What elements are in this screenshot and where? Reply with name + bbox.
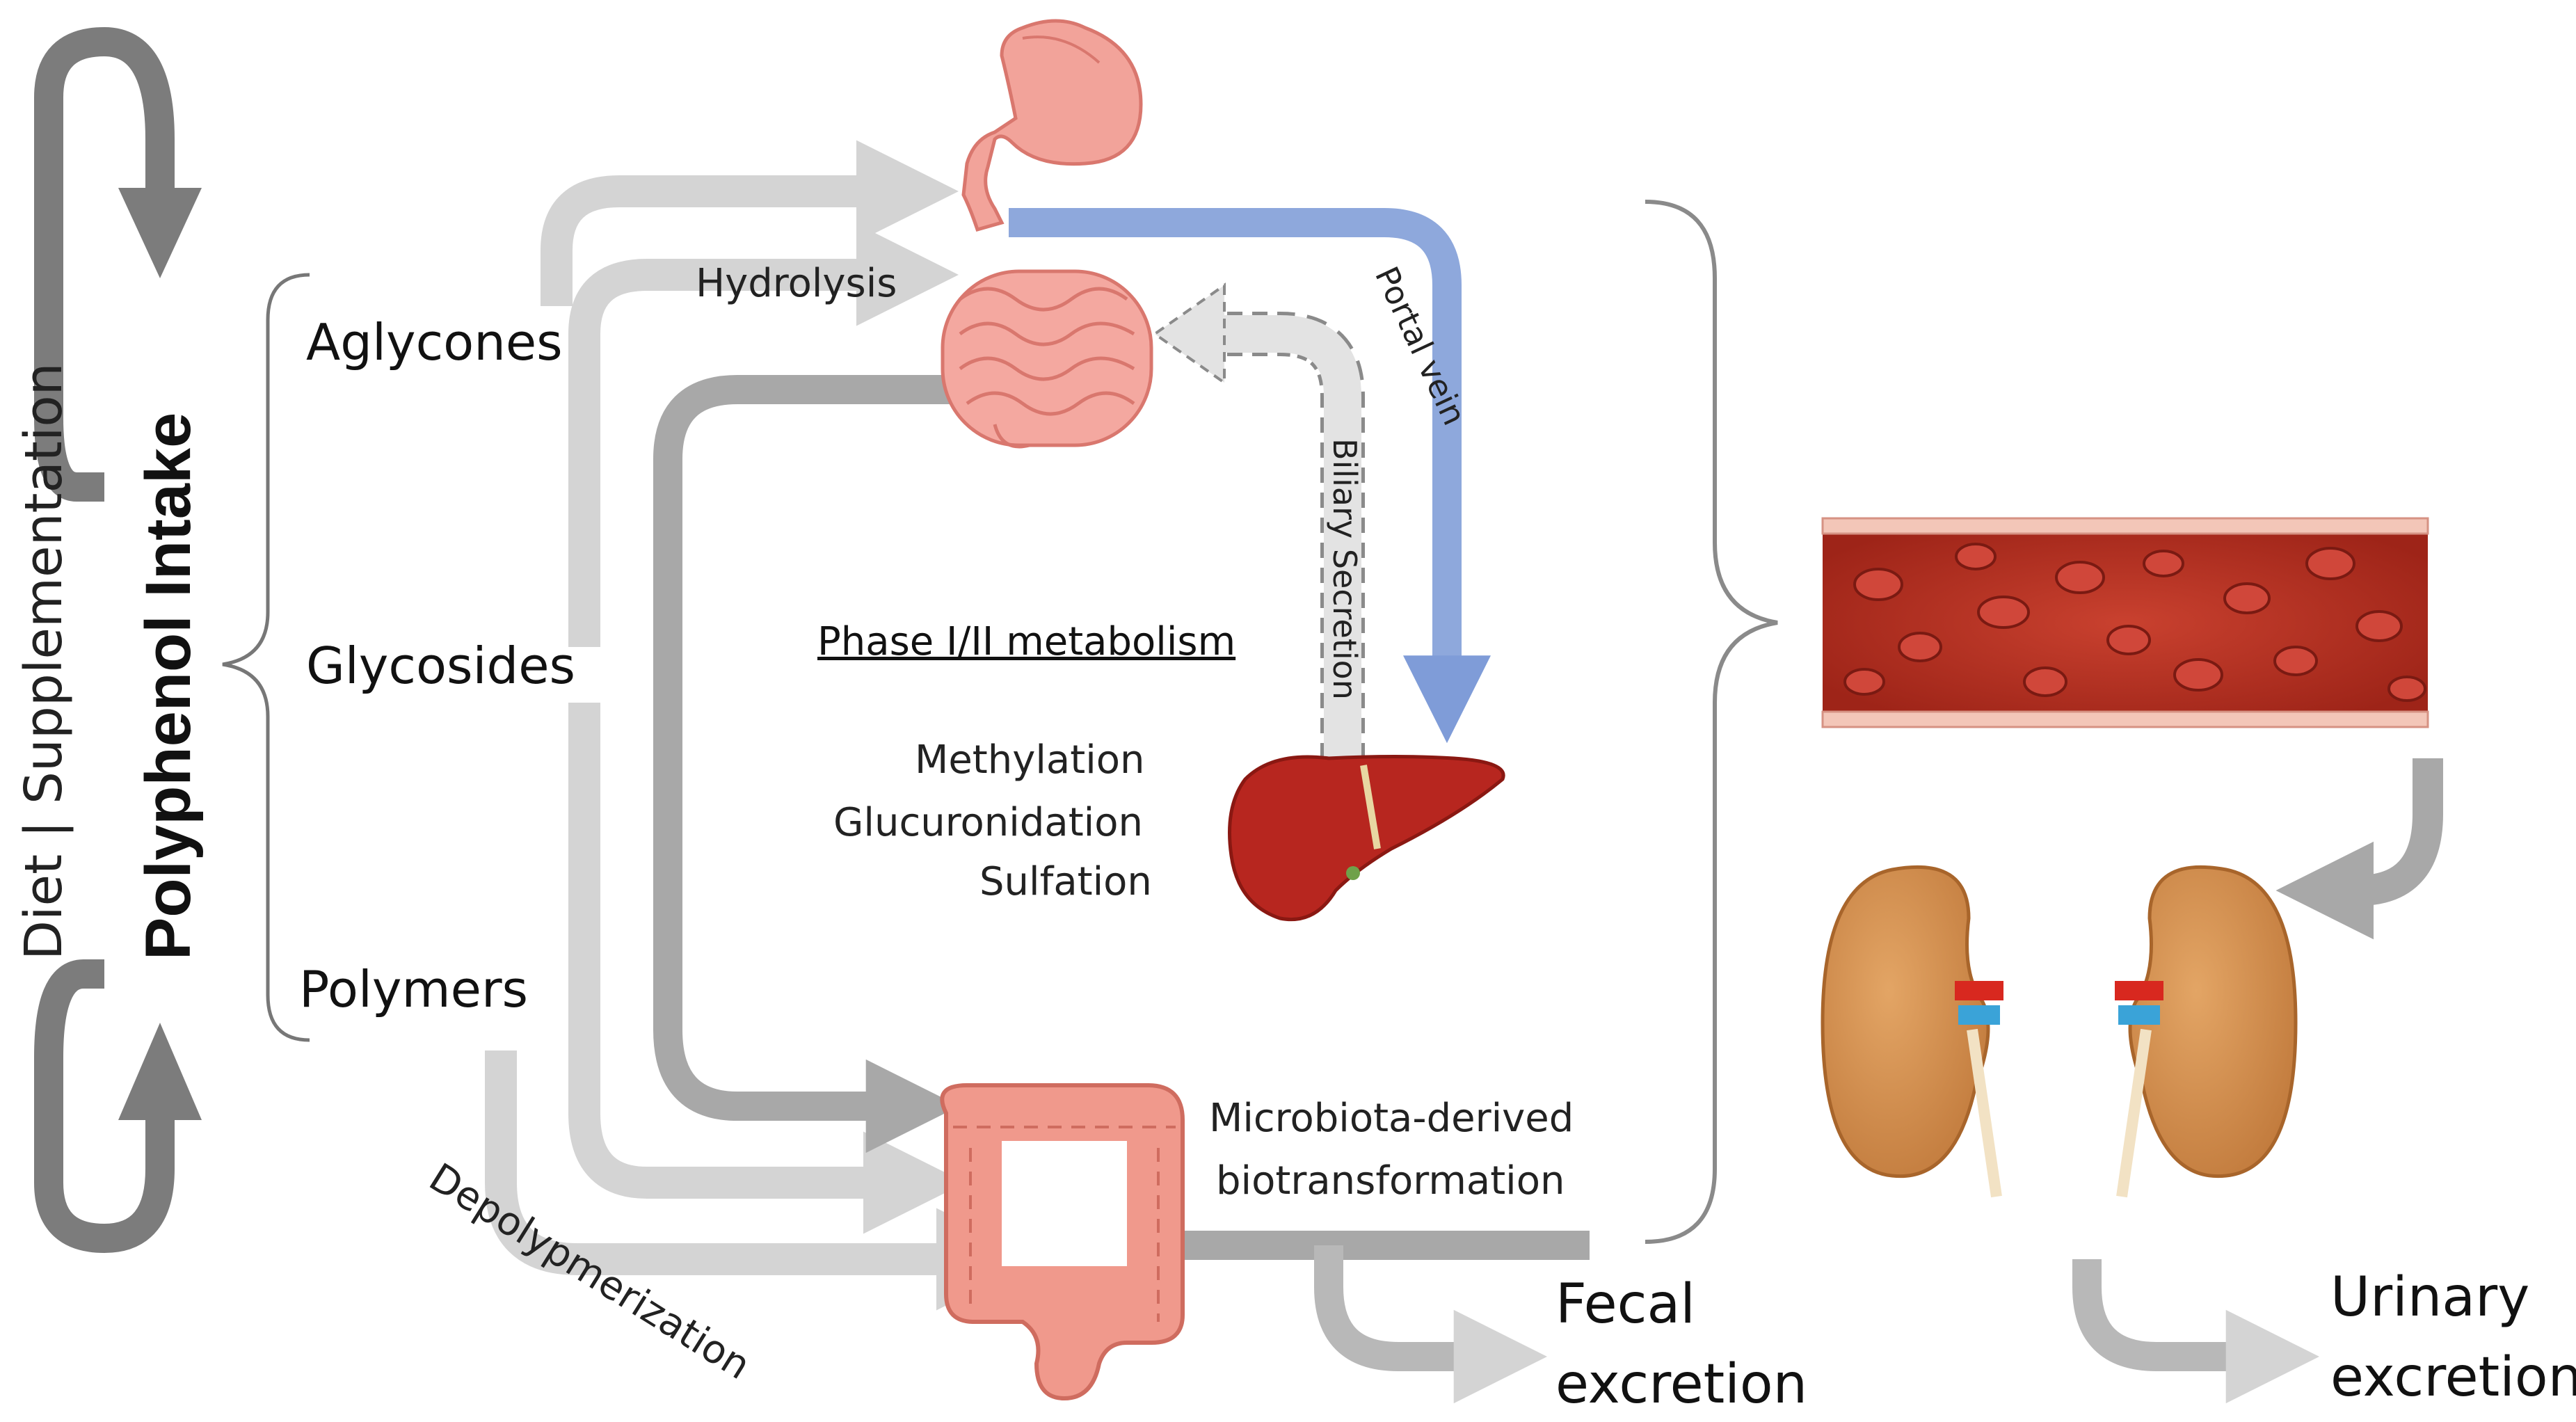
intake-title: Polyphenol Intake — [133, 412, 204, 960]
stomach-illustration — [961, 19, 1143, 232]
cycle-arrow-bottom — [33, 959, 202, 1254]
urinary-excretion-line1: Urinary — [2330, 1266, 2530, 1329]
cycle-arrow-top — [34, 26, 202, 502]
liver-illustration — [1228, 755, 1505, 922]
intestine-to-colon-arrow — [653, 375, 967, 1153]
category-polymers: Polymers — [299, 960, 529, 1018]
urinary-excretion-line2: excretion — [2330, 1346, 2576, 1409]
right-kidney-illustration — [2115, 865, 2298, 1198]
intake-subtitle: Diet | Supplementation — [14, 362, 74, 960]
blood-vessel-illustration — [1821, 517, 2429, 728]
categories-brace — [222, 273, 310, 1042]
small-intestine-illustration — [941, 269, 1153, 449]
glycosides-to-intestine-arrow — [568, 223, 959, 647]
portal-vein-arrow — [1009, 208, 1491, 744]
category-aglycones: Aglycones — [306, 313, 563, 372]
fecal-excretion-line2: excretion — [1555, 1353, 1808, 1416]
process-microbiota-line2: biotransformation — [1216, 1158, 1565, 1204]
colon-to-fecal-arrow — [1123, 1231, 1590, 1404]
metabolism-step-glucuronidation: Glucuronidation — [833, 800, 1143, 845]
process-biliary-secretion: Biliary Secretion — [1326, 438, 1363, 700]
process-hydrolysis: Hydrolysis — [696, 261, 897, 306]
metabolism-title: Phase I/II metabolism — [817, 619, 1236, 664]
polymers-depolymerization-arrow — [485, 1050, 1039, 1311]
systemic-brace — [1645, 200, 1778, 1244]
aglycones-to-stomach-arrow — [541, 140, 959, 306]
metabolism-step-methylation: Methylation — [915, 737, 1145, 783]
category-glycosides: Glycosides — [306, 637, 576, 695]
colon-illustration — [940, 1083, 1185, 1401]
left-kidney-illustration — [1821, 865, 2003, 1198]
process-microbiota-line1: Microbiota-derived — [1209, 1096, 1574, 1141]
fecal-excretion-line1: Fecal — [1555, 1273, 1695, 1336]
kidney-to-urinary-arrow — [2072, 1259, 2320, 1404]
biliary-secretion-arrow — [1152, 282, 1365, 758]
blood-to-kidney-arrow — [2275, 758, 2443, 940]
glycosides-to-colon-arrow — [568, 703, 966, 1234]
metabolism-step-sulfation: Sulfation — [979, 859, 1152, 904]
